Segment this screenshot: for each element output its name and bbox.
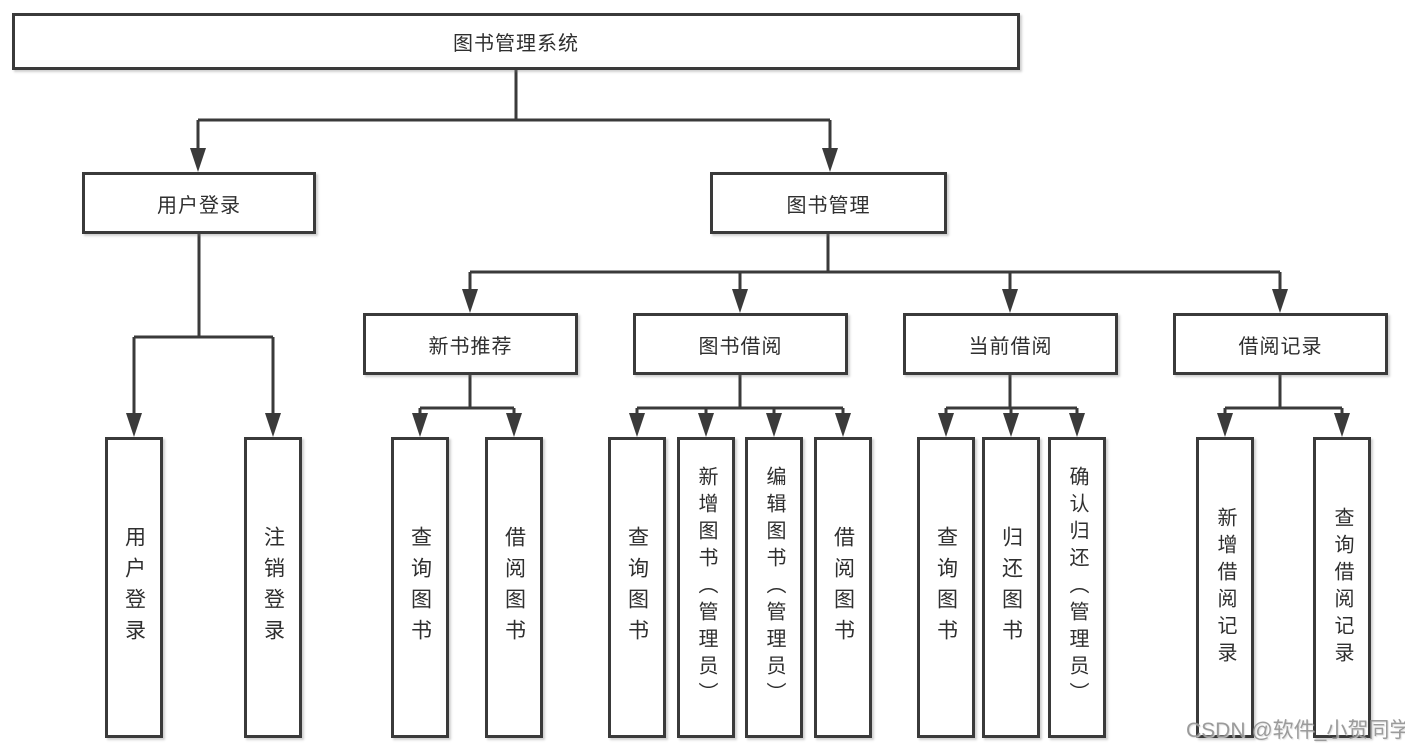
leaf-query-borrow-record-label: 查询借阅记录: [1331, 506, 1353, 669]
leaf-return-books: 归还图书: [982, 437, 1040, 738]
leaf-add-books-admin-label: 新增图书（管理员）: [695, 466, 717, 709]
leaf-query-borrow-record: 查询借阅记录: [1313, 437, 1371, 738]
leaf-borrow-books: 借阅图书: [814, 437, 872, 738]
leaf-return-books-label: 归还图书: [999, 525, 1023, 650]
leaf-edit-books-admin-label: 编辑图书（管理员）: [763, 466, 785, 709]
node-book-borrowing: 图书借阅: [633, 313, 848, 375]
leaf-add-books-admin: 新增图书（管理员）: [677, 437, 735, 738]
leaf-add-borrow-record-label: 新增借阅记录: [1214, 506, 1236, 669]
leaf-add-borrow-record: 新增借阅记录: [1196, 437, 1254, 738]
node-root-label: 图书管理系统: [453, 33, 579, 55]
leaf-edit-books-admin: 编辑图书（管理员）: [745, 437, 803, 738]
node-borrowing-records: 借阅记录: [1173, 313, 1388, 375]
node-new-book-recommendation: 新书推荐: [363, 313, 578, 375]
leaf-current-query-books-label: 查询图书: [934, 525, 958, 650]
node-book-management-group-label: 图书管理: [786, 194, 871, 217]
leaf-recommend-borrow-books: 借阅图书: [485, 437, 543, 738]
leaf-user-login: 用户登录: [105, 437, 163, 738]
node-user-login-group: 用户登录: [82, 172, 316, 234]
leaf-logout-label: 注销登录: [261, 525, 285, 650]
leaf-confirm-return-admin-label: 确认归还（管理员）: [1066, 466, 1088, 709]
leaf-confirm-return-admin: 确认归还（管理员）: [1048, 437, 1106, 738]
node-borrowing-records-label: 借阅记录: [1238, 335, 1323, 358]
node-current-borrowing: 当前借阅: [903, 313, 1118, 375]
leaf-user-login-label: 用户登录: [122, 525, 146, 650]
leaf-recommend-borrow-books-label: 借阅图书: [502, 525, 526, 650]
node-current-borrowing-label: 当前借阅: [968, 335, 1053, 358]
node-book-management-group: 图书管理: [710, 172, 947, 234]
csdn-watermark: CSDN @软件_小贺同学: [1186, 719, 1405, 742]
leaf-current-query-books: 查询图书: [917, 437, 975, 738]
leaf-borrow-books-label: 借阅图书: [831, 525, 855, 650]
node-user-login-group-label: 用户登录: [157, 194, 241, 217]
leaf-borrow-query-books: 查询图书: [608, 437, 666, 738]
node-book-borrowing-label: 图书借阅: [698, 335, 783, 358]
node-new-book-recommendation-label: 新书推荐: [428, 335, 513, 358]
leaf-borrow-query-books-label: 查询图书: [625, 525, 649, 650]
leaf-recommend-query-books: 查询图书: [391, 437, 449, 738]
node-root-system: 图书管理系统: [12, 13, 1020, 70]
leaf-logout: 注销登录: [244, 437, 302, 738]
leaf-recommend-query-books-label: 查询图书: [408, 525, 432, 650]
